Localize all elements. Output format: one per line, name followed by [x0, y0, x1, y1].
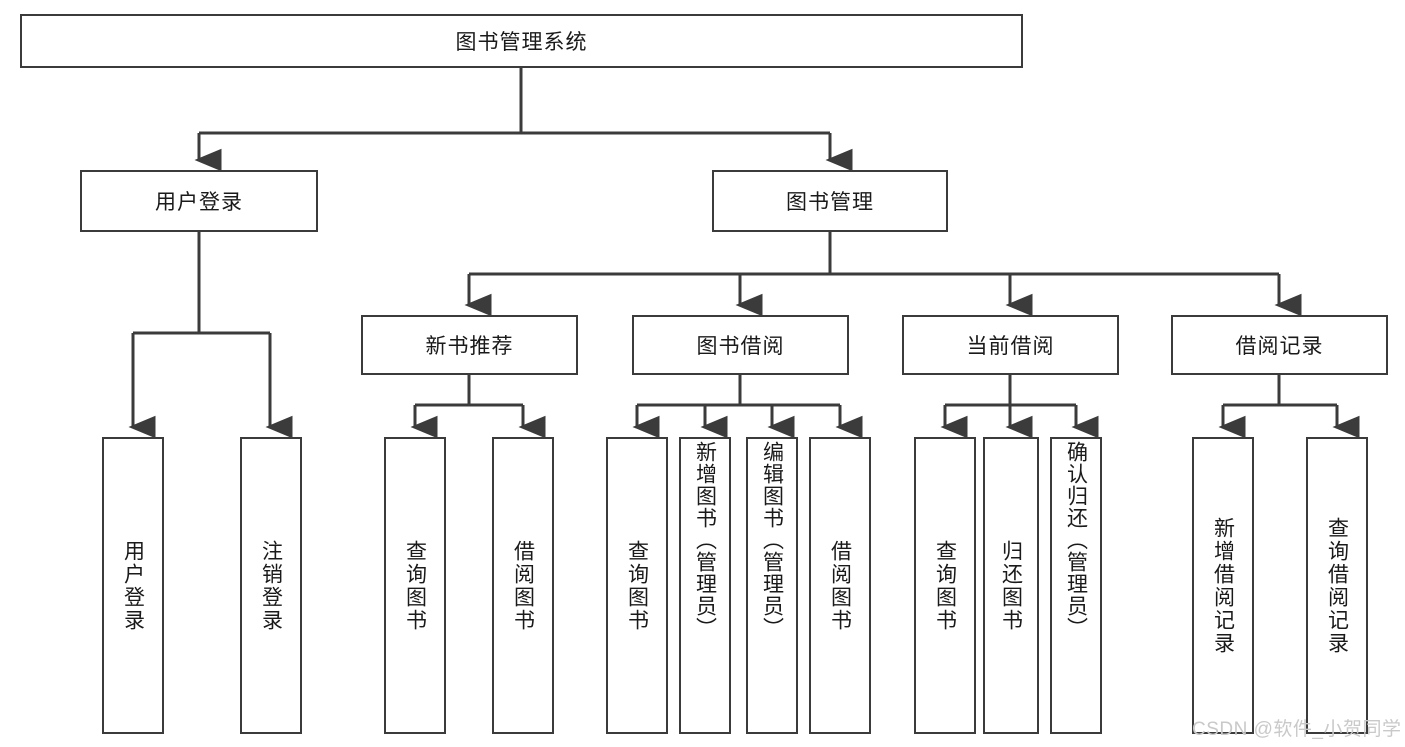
node-leaf-return-book[interactable]: 归还图书	[983, 437, 1039, 734]
node-label: 图书管理	[786, 191, 874, 214]
node-label: 借阅图书	[828, 539, 852, 632]
node-leaf-logout[interactable]: 注销登录	[240, 437, 302, 734]
node-label: 查询图书	[403, 539, 427, 632]
node-leaf-user-login[interactable]: 用户登录	[102, 437, 164, 734]
node-label: 归还图书	[999, 539, 1023, 632]
node-label: 借阅图书	[511, 539, 535, 632]
node-label: 图书借阅	[696, 335, 785, 358]
node-leaf-add-borrow-record[interactable]: 新增借阅记录	[1192, 437, 1254, 734]
node-new-book-recommend[interactable]: 新书推荐	[361, 315, 578, 375]
node-leaf-query-book-current[interactable]: 查询图书	[914, 437, 976, 734]
node-label: 图书管理系统	[455, 31, 588, 54]
node-label: 用户登录	[121, 539, 145, 632]
node-label: 查询图书	[625, 539, 649, 632]
node-label: 当前借阅	[966, 335, 1055, 358]
node-label: 借阅记录	[1235, 335, 1324, 358]
node-label: 新书推荐	[425, 335, 514, 358]
node-leaf-query-borrow-record[interactable]: 查询借阅记录	[1306, 437, 1368, 734]
node-label: 查询图书	[933, 539, 957, 632]
node-label: 注销登录	[259, 539, 283, 632]
node-leaf-edit-book-admin[interactable]: 编辑图书（管理员）	[746, 437, 798, 734]
node-leaf-confirm-return-admin[interactable]: 确认归还（管理员）	[1050, 437, 1102, 734]
node-label: 编辑图书（管理员）	[760, 441, 784, 639]
node-leaf-query-book-recommend[interactable]: 查询图书	[384, 437, 446, 734]
node-book-borrow[interactable]: 图书借阅	[632, 315, 849, 375]
node-book-management[interactable]: 图书管理	[712, 170, 948, 232]
node-root-system[interactable]: 图书管理系统	[20, 14, 1023, 68]
node-leaf-borrow-book[interactable]: 借阅图书	[809, 437, 871, 734]
node-label: 新增图书（管理员）	[693, 441, 717, 639]
node-leaf-add-book-admin[interactable]: 新增图书（管理员）	[679, 437, 731, 734]
node-leaf-borrow-book-recommend[interactable]: 借阅图书	[492, 437, 554, 734]
node-label: 新增借阅记录	[1211, 516, 1235, 655]
node-label: 用户登录	[155, 191, 243, 214]
node-user-login[interactable]: 用户登录	[80, 170, 318, 232]
node-label: 确认归还（管理员）	[1064, 441, 1088, 639]
node-label: 查询借阅记录	[1325, 516, 1349, 655]
node-leaf-query-book-borrow[interactable]: 查询图书	[606, 437, 668, 734]
node-borrow-records[interactable]: 借阅记录	[1171, 315, 1388, 375]
node-current-borrow[interactable]: 当前借阅	[902, 315, 1119, 375]
